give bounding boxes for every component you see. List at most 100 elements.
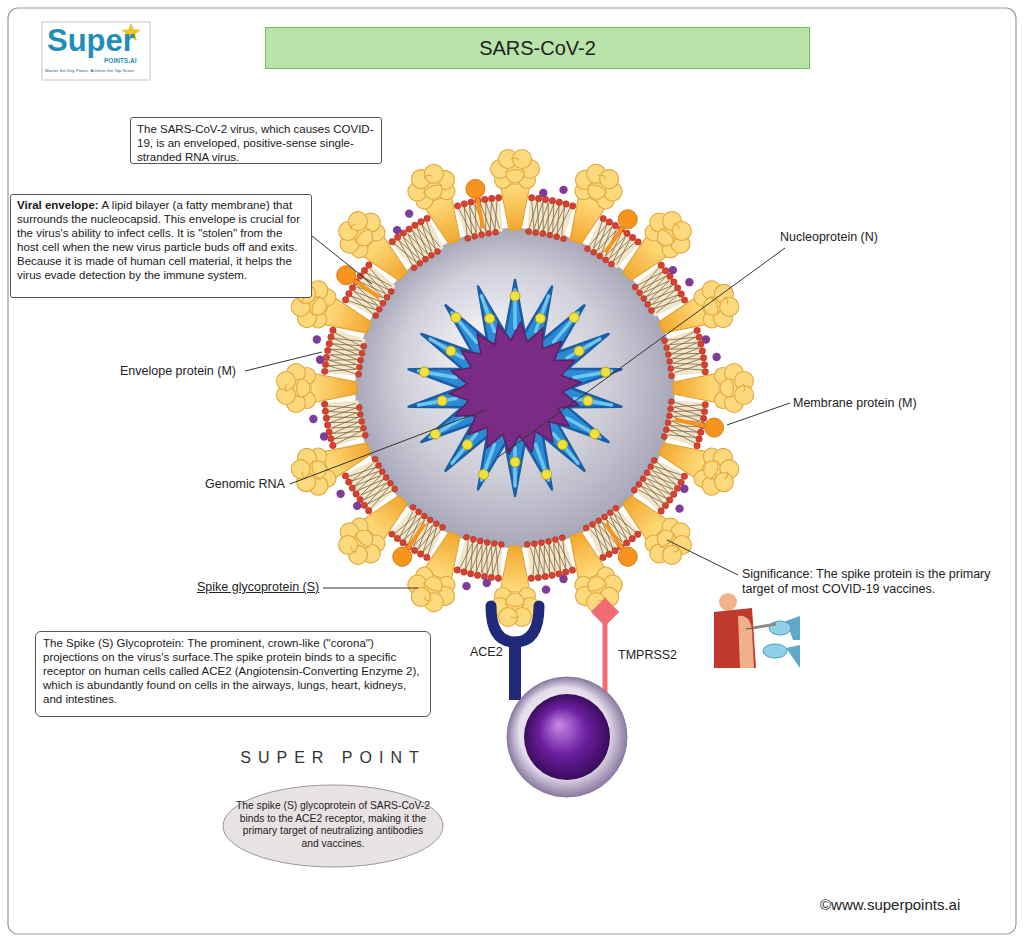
lipid-tail [641,486,666,499]
lipid-head [674,485,680,491]
lipid-head [325,347,331,353]
lipid-head [406,226,412,232]
gloved-hand [763,644,787,658]
lipid-tail [669,430,697,432]
lipid-head [392,486,398,492]
envelope-protein [712,353,720,361]
lipid-head [651,457,657,463]
spike-head-lobe [668,218,695,245]
envelope-protein [542,585,550,593]
envelope-protein [405,209,413,217]
spike-head-lobe [335,532,362,559]
lipid-head [584,246,590,252]
lipid-tail [673,410,701,411]
envelope-protein [353,502,361,510]
lipid-head [600,554,606,560]
lipid-head [468,571,474,577]
note-text: The Spike (S) Glycoprotein: The prominen… [43,636,423,706]
lipid-head [540,230,546,236]
lipid-head [641,295,647,301]
lipid-tail [644,281,670,293]
leader-line [497,248,785,458]
lipid-head [323,415,329,421]
lipid-head [474,572,480,578]
lipid-head [612,222,618,228]
lipid-tail [334,427,360,439]
lipid-tail [349,467,376,476]
membrane-protein-stem [606,524,624,551]
callout-heading: SUPER POINT [222,748,444,768]
lipid-bilayer-segment [325,400,366,447]
lipid-tail [481,545,482,573]
lipid-tail [330,354,358,355]
leader-line [323,588,418,589]
lipid-head [583,525,589,531]
patient-arm [738,616,754,668]
lipid-head [678,291,684,297]
lipid-tail [549,544,560,570]
lipid-head [671,491,677,497]
envelope-protein [336,490,344,498]
lipid-tail [328,366,355,374]
spike-head-crease [345,533,370,558]
receptor-label: TMPRSS2 [618,648,677,663]
lipid-head [554,234,560,240]
title-banner: SARS-CoV-2 [265,27,810,69]
leader-line [727,403,790,425]
lipid-tail [465,541,468,569]
lipid-tail [646,285,672,296]
lipid-head [644,470,650,476]
lipid-head [366,262,372,268]
lipid-bilayer-segment [527,198,574,239]
receptor-label: ACE2 [470,645,503,660]
lipid-tail [542,202,544,230]
lipid-tail [671,426,699,427]
spike-protein [609,482,701,574]
lipid-tail [334,436,362,439]
logo-tagline: Master the Key Points, Achieve the Top S… [45,68,134,74]
nucleoprotein-dot [437,396,447,406]
lipid-head [491,541,497,547]
virus-core-sphere [355,228,675,548]
lipid-tail [671,343,697,354]
lipid-head [468,199,474,205]
lipid-tail [673,353,700,363]
envelope-protein [313,335,321,343]
lipid-head [353,491,359,497]
nucleoprotein-dot [535,313,545,323]
lipid-tail [674,364,701,372]
spike-head-lobe [513,150,532,169]
lipid-tail [529,201,537,228]
lipid-tail [328,403,355,411]
nucleoprotein-dot [446,346,456,356]
patient-shirt [714,608,756,668]
lipid-head [591,249,597,255]
lipid-tail [590,529,608,551]
lipid-tail [329,360,356,369]
nucleoprotein-dot [479,469,489,479]
lipid-head [470,536,476,542]
lipid-tail [644,482,670,494]
envelope-protein [685,278,693,286]
lipid-head [346,479,352,485]
lipid-head [482,196,488,202]
spike-head-crease [710,461,732,485]
lipid-head [489,195,495,201]
lipid-head [559,535,565,541]
lipid-head [461,569,467,575]
lipid-tail [329,359,357,361]
lipid-head [373,313,379,319]
lipid-head [388,289,394,295]
spike-head-crease [660,533,685,558]
lipid-head [635,531,641,537]
lipid-tail [532,201,534,229]
lipid-head [607,510,613,516]
lipid-tail [655,466,682,475]
tmprss2-stem [603,622,608,700]
lipid-head [563,569,569,575]
lipid-head [624,540,630,546]
note-body: A lipid bilayer (a fatty membrane) that … [17,199,300,281]
lipid-head [556,199,562,205]
callout-body: The spike (S) glycoprotein of SARS-CoV-2… [236,800,430,850]
lipid-tail [476,544,477,572]
